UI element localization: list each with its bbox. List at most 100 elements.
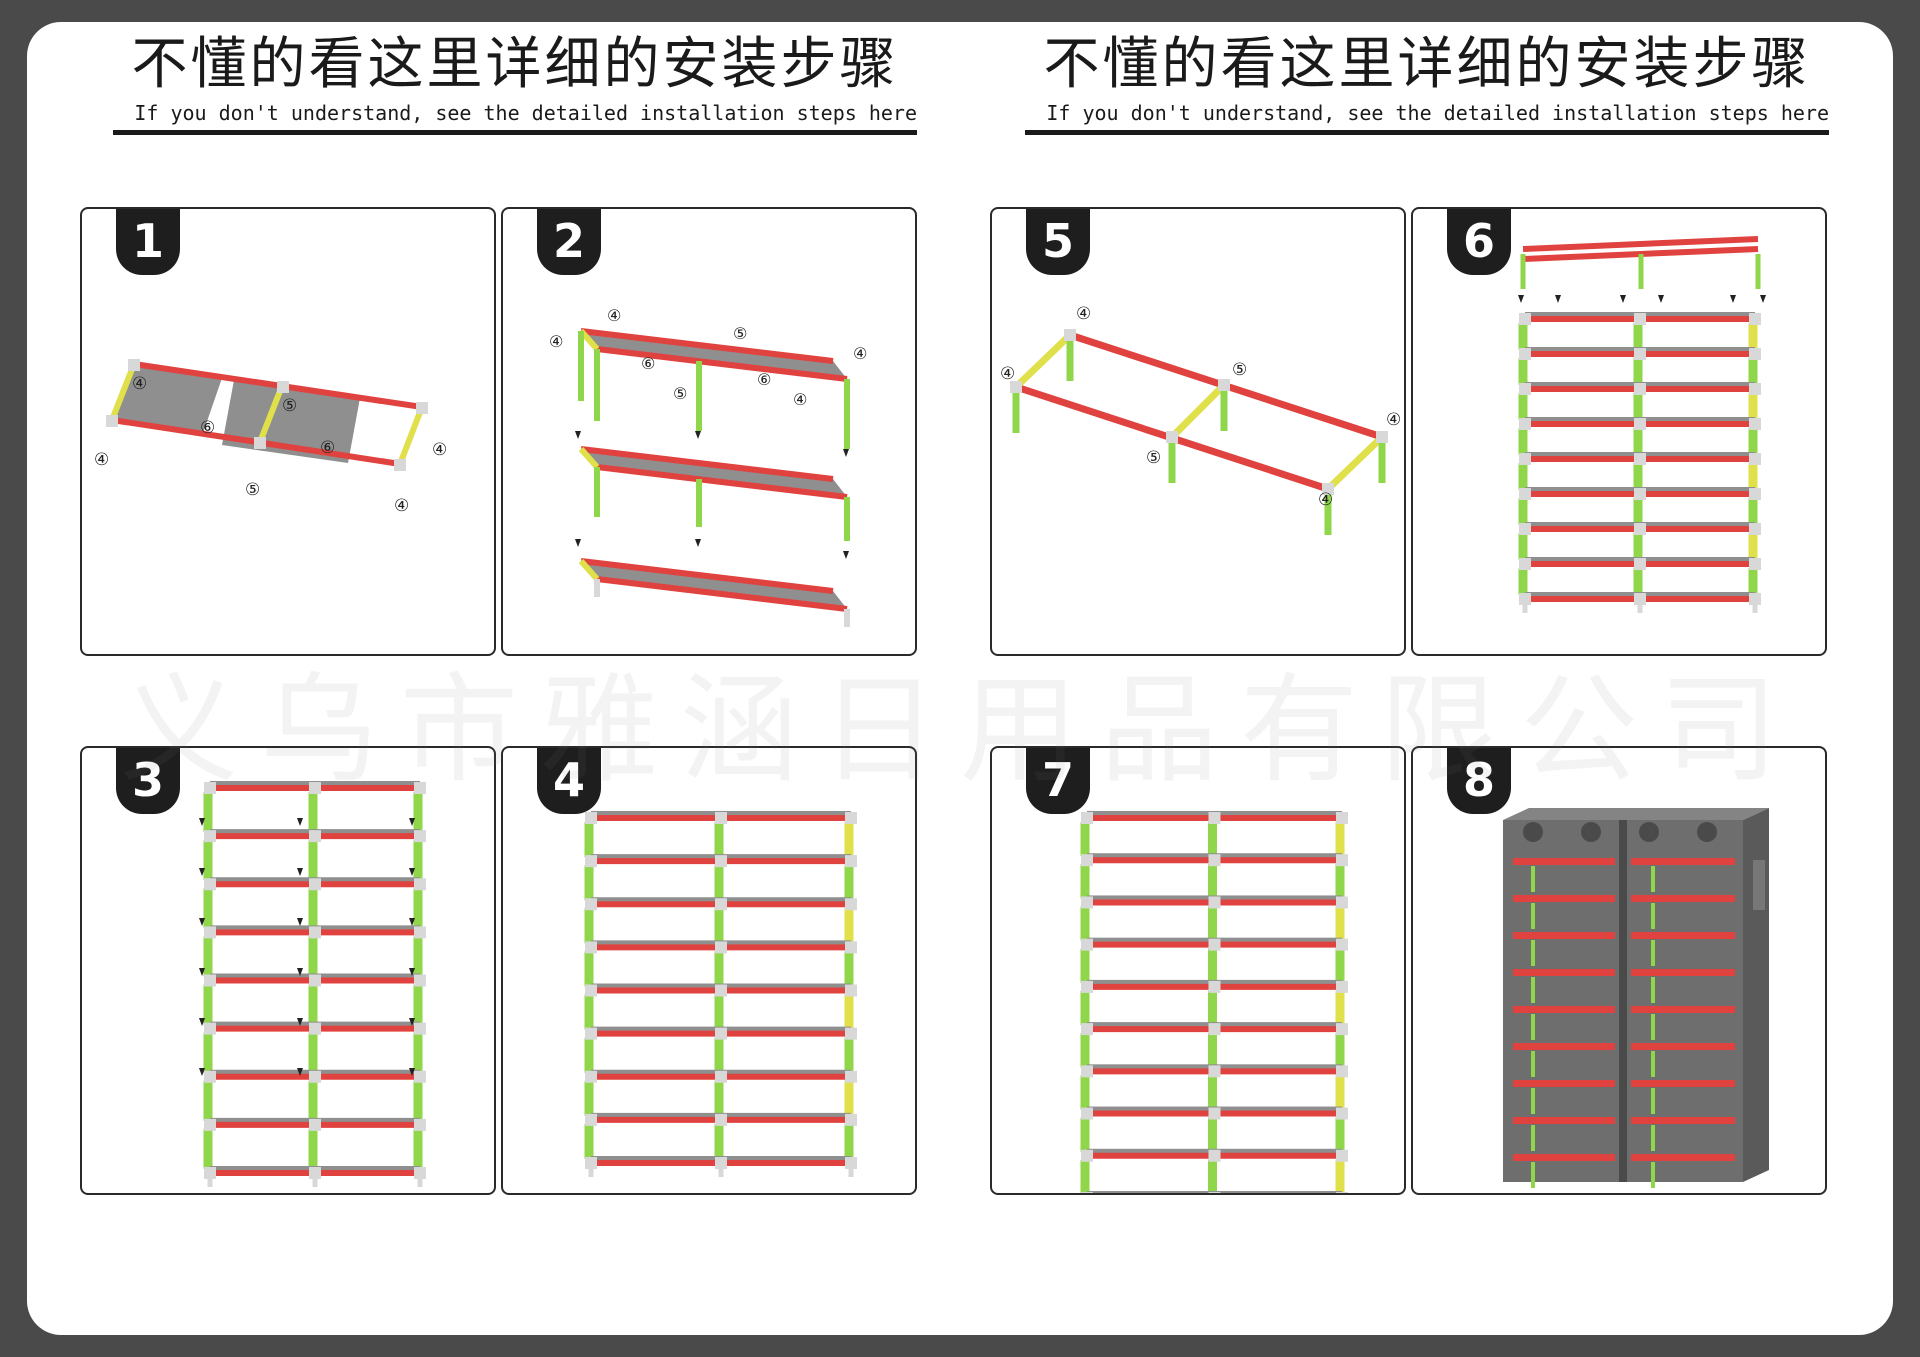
joint	[1519, 488, 1531, 500]
svg-text:⑥: ⑥	[757, 370, 771, 389]
step-number-badge: 7	[1026, 748, 1090, 814]
joint	[1081, 1065, 1093, 1078]
joint	[1081, 896, 1093, 909]
joint	[845, 941, 857, 954]
joint	[1208, 1149, 1221, 1162]
joint	[1519, 523, 1531, 535]
svg-text:④: ④	[793, 390, 807, 409]
joint	[715, 812, 727, 824]
joint	[414, 926, 426, 939]
svg-text:④: ④	[549, 332, 563, 351]
joint	[204, 830, 216, 843]
joint	[394, 459, 406, 471]
joint	[309, 1070, 321, 1083]
down-arrow	[1658, 295, 1664, 303]
joint	[416, 402, 428, 414]
joint	[1634, 383, 1646, 395]
joint	[1081, 1192, 1093, 1193]
joint	[1749, 418, 1761, 430]
joint	[845, 812, 857, 824]
rolled-flap	[1639, 822, 1659, 842]
joint	[204, 1167, 216, 1179]
down-arrow	[199, 868, 205, 876]
step-panel-5: 5 ④ ④ ⑤ ⑤ ④ ④	[990, 207, 1406, 656]
joint	[1081, 854, 1093, 867]
red-tube	[287, 384, 423, 410]
joint	[309, 782, 321, 794]
joint	[845, 984, 857, 997]
step-panel-1: 1 ④ ④ ⑤ ⑤ ④ ④ ⑥ ⑥	[80, 207, 496, 656]
svg-text:④: ④	[132, 374, 147, 394]
joint	[1208, 938, 1221, 951]
svg-text:④: ④	[607, 306, 621, 325]
joint	[277, 381, 289, 393]
joint	[414, 974, 426, 987]
joint	[845, 1157, 857, 1169]
joint	[845, 1070, 857, 1083]
down-arrow	[199, 1068, 205, 1076]
joint	[204, 974, 216, 987]
joint	[1336, 1149, 1348, 1162]
joint	[1749, 453, 1761, 465]
down-arrow	[297, 1068, 303, 1076]
joint	[1208, 812, 1221, 824]
down-arrow	[409, 918, 415, 926]
step-number-badge: 2	[537, 209, 601, 275]
svg-text:⑤: ⑤	[282, 396, 297, 416]
header-subtitle-en: If you don't understand, see the detaile…	[134, 101, 917, 125]
svg-text:⑤: ⑤	[245, 480, 260, 500]
red-tube	[1513, 1117, 1615, 1124]
joint	[1749, 383, 1761, 395]
red-tube	[1631, 1043, 1735, 1050]
joint	[585, 1157, 597, 1169]
step-number-badge: 8	[1447, 748, 1511, 814]
joint	[1208, 1023, 1221, 1036]
step-5-illustration: ④ ④ ⑤ ⑤ ④ ④	[1000, 304, 1401, 535]
step-panel-2: 2	[501, 207, 917, 656]
instruction-sheet: 不懂的看这里详细的安装步骤 If you don't understand, s…	[27, 22, 1893, 1335]
joint	[254, 437, 266, 449]
down-arrow	[199, 918, 205, 926]
joint	[585, 941, 597, 954]
svg-text:⑤: ⑤	[673, 384, 687, 403]
joint	[1081, 812, 1093, 824]
joint	[845, 1027, 857, 1040]
joint	[1208, 1065, 1221, 1078]
joint	[845, 855, 857, 868]
step-4-illustration	[584, 811, 857, 1177]
joint	[845, 1113, 857, 1126]
svg-text:④: ④	[1076, 304, 1091, 324]
joint	[1081, 980, 1093, 993]
joint	[1336, 1107, 1348, 1120]
joint	[1634, 523, 1646, 535]
joint	[1081, 1107, 1093, 1120]
joint	[585, 1027, 597, 1040]
joint	[715, 941, 727, 954]
joint	[1749, 558, 1761, 570]
down-arrow	[409, 968, 415, 976]
red-tube	[1631, 1080, 1735, 1087]
svg-text:④: ④	[1318, 490, 1333, 510]
joint	[1634, 488, 1646, 500]
joint	[1336, 896, 1348, 909]
frame-bottom	[578, 558, 850, 627]
down-arrow	[1760, 295, 1766, 303]
joint	[585, 855, 597, 868]
down-arrow	[199, 1018, 205, 1026]
down-arrow	[1730, 295, 1736, 303]
joint	[585, 1070, 597, 1083]
red-tube	[1513, 1154, 1615, 1161]
down-arrow	[297, 968, 303, 976]
joint	[1519, 593, 1531, 605]
down-arrow	[297, 818, 303, 826]
joint	[309, 974, 321, 987]
joint	[1634, 453, 1646, 465]
step-number-badge: 1	[116, 209, 180, 275]
fabric-cover-top	[1503, 808, 1769, 820]
red-tube	[1631, 932, 1735, 939]
header-subtitle-en: If you don't understand, see the detaile…	[1046, 101, 1829, 125]
svg-text:④: ④	[394, 496, 409, 516]
joint	[414, 1022, 426, 1035]
red-tube	[1522, 236, 1759, 252]
joint	[715, 855, 727, 868]
